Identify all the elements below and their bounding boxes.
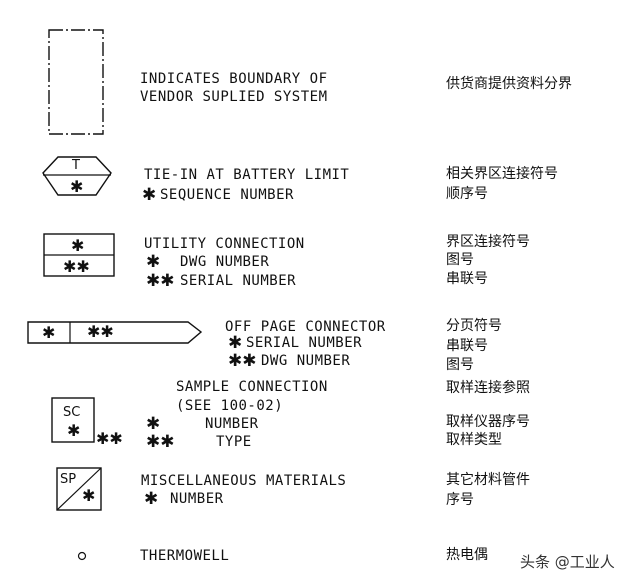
sample-symbol-top: SC — [63, 405, 81, 420]
utility-symbol-top: ✱ — [71, 236, 85, 255]
sample-cn3: 取样类型 — [446, 432, 502, 448]
utility-line3: SERIAL NUMBER — [180, 273, 297, 289]
utility-symbol-bottom: ✱✱ — [63, 257, 90, 276]
misc-line1: MISCELLANEOUS MATERIALS — [141, 473, 347, 489]
utility-cn2: 图号 — [446, 252, 474, 268]
sample-connection-symbol — [51, 397, 95, 443]
off-page-line3: DWG NUMBER — [261, 353, 351, 369]
vendor-boundary-line2: VENDOR SUPLIED SYSTEM — [140, 89, 328, 105]
sample-line3-prefix: ✱ — [146, 414, 161, 434]
utility-line1: UTILITY CONNECTION — [144, 236, 305, 252]
tie-in-symbol-bottom: ✱ — [70, 177, 84, 196]
tie-in-cn2: 顺序号 — [446, 186, 488, 202]
vendor-boundary-symbol — [48, 29, 104, 135]
sample-line4-prefix: ✱✱ — [146, 432, 175, 452]
thermowell-symbol — [77, 551, 87, 561]
utility-connection-symbol — [43, 233, 115, 277]
utility-line2-prefix: ✱ — [146, 252, 161, 272]
off-page-cn1: 分页符号 — [446, 318, 502, 334]
utility-cn3: 串联号 — [446, 271, 488, 287]
tie-in-line2-prefix: ✱ — [142, 185, 157, 205]
sample-line4: TYPE — [216, 434, 252, 450]
utility-cn1: 界区连接符号 — [446, 234, 530, 250]
off-page-cn3: 图号 — [446, 357, 474, 373]
sample-cn2: 取样仪器序号 — [446, 414, 530, 430]
misc-line2-prefix: ✱ — [144, 489, 159, 509]
sample-cn1: 取样连接参照 — [446, 380, 530, 396]
misc-symbol-bottom: ✱ — [82, 486, 96, 505]
sample-line2: (SEE 100-02) — [176, 398, 284, 414]
sample-line1: SAMPLE CONNECTION — [176, 379, 328, 395]
off-page-connector-symbol — [27, 321, 203, 344]
utility-line3-prefix: ✱✱ — [146, 271, 175, 291]
off-page-cn2: 串联号 — [446, 338, 488, 354]
off-page-line2-prefix: ✱ — [228, 333, 243, 353]
watermark: 头条 @工业人 — [520, 553, 615, 571]
tie-in-cn1: 相关界区连接符号 — [446, 166, 558, 182]
misc-materials-symbol — [56, 467, 102, 511]
tie-in-line2: SEQUENCE NUMBER — [160, 187, 294, 203]
utility-line2: DWG NUMBER — [180, 254, 270, 270]
tie-in-line1: TIE-IN AT BATTERY LIMIT — [144, 167, 350, 183]
vendor-boundary-cn: 供货商提供资料分界 — [446, 76, 572, 92]
misc-symbol-top: SP — [60, 472, 77, 487]
off-page-line2: SERIAL NUMBER — [246, 335, 363, 351]
sample-symbol-outside: ✱✱ — [96, 429, 123, 448]
thermowell-line1: THERMOWELL — [140, 548, 230, 564]
misc-cn1: 其它材料管件 — [446, 472, 530, 488]
tie-in-symbol-top: T — [72, 158, 80, 173]
off-page-symbol-right: ✱✱ — [87, 322, 114, 341]
off-page-symbol-left: ✱ — [42, 323, 56, 342]
off-page-line3-prefix: ✱✱ — [228, 351, 257, 371]
misc-cn2: 序号 — [446, 492, 474, 508]
sample-symbol-bottom: ✱ — [67, 421, 81, 440]
vendor-boundary-line1: INDICATES BOUNDARY OF — [140, 71, 328, 87]
off-page-line1: OFF PAGE CONNECTOR — [225, 319, 386, 335]
tie-in-symbol — [42, 156, 112, 196]
sample-line3: NUMBER — [205, 416, 259, 432]
misc-line2: NUMBER — [170, 491, 224, 507]
thermowell-cn1: 热电偶 — [446, 547, 488, 563]
